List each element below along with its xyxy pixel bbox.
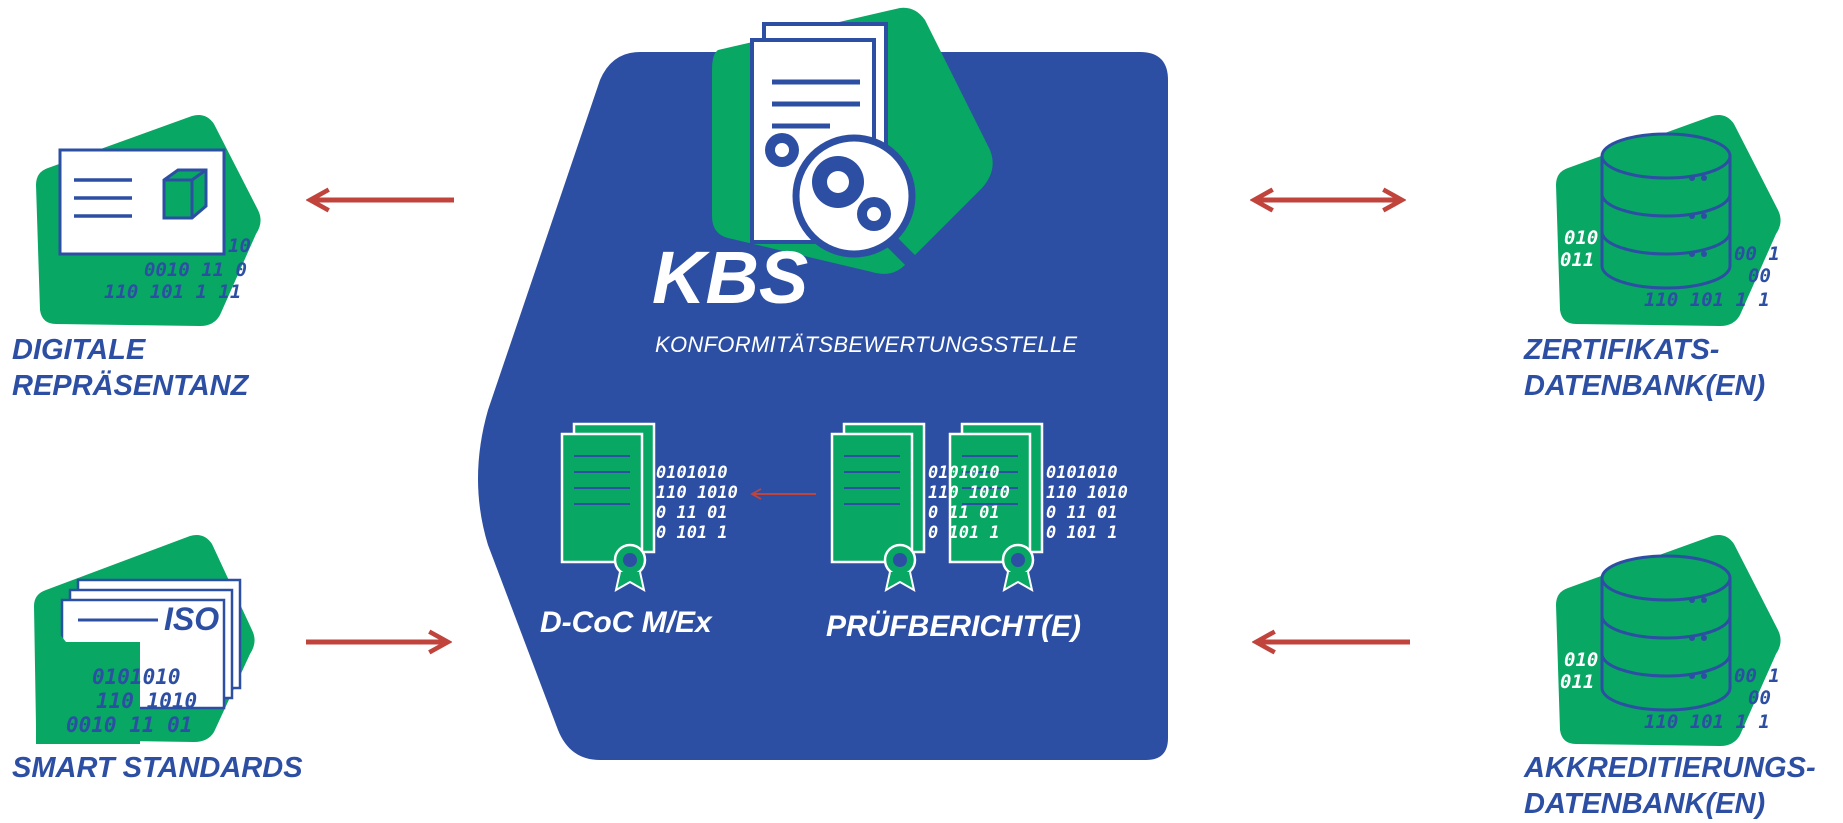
svg-text:0 11 01: 0 11 01 (656, 503, 728, 523)
label-line: ZERTIFIKATS- (1524, 334, 1720, 366)
svg-text:110 1010: 110 1010 (1046, 483, 1128, 503)
svg-text:0 101 1: 0 101 1 (928, 523, 1000, 543)
dcoc-document-icon (560, 422, 656, 592)
pruefbericht-document-icon (830, 422, 926, 592)
dcoc-binary-text: 0101010 110 1010 0 11 01 0 101 1 (656, 463, 738, 543)
svg-text:011: 011 (1560, 249, 1594, 271)
svg-text:00 1: 00 1 (1734, 243, 1780, 265)
digitale-repraesentanz-icon: 10 0010 11 0 110 101 1 11 (36, 115, 261, 326)
label-line: SMART STANDARDS (12, 752, 303, 784)
pruefbericht-document-icon-2 (948, 422, 1044, 592)
svg-text:ISO: ISO (164, 601, 219, 637)
label-line: DATENBANK(EN) (1524, 370, 1766, 402)
kbs-doc-magnifier-icon (712, 7, 993, 279)
dcoc-label: D-CoC M/Ex (540, 606, 712, 639)
svg-text:0101010: 0101010 (928, 463, 1000, 483)
svg-text:010: 010 (1564, 649, 1598, 671)
kbs-title: KBS (652, 236, 809, 319)
label-line: AKKREDITIERUNGS- (1524, 752, 1816, 784)
smart-standards-icon: ISO 0101010 110 1010 0010 11 01 (34, 535, 255, 744)
svg-text:0101010: 0101010 (92, 665, 181, 689)
kbs-panel (478, 52, 1168, 760)
kbs-subtitle: KONFORMITÄTSBEWERTUNGSSTELLE (655, 332, 1078, 357)
pruef-binary-text-1: 0101010 110 1010 0 11 01 0 101 1 (928, 463, 1010, 543)
svg-text:110 101 1 11: 110 101 1 11 (104, 281, 241, 303)
svg-text:00: 00 (1748, 687, 1771, 709)
svg-text:00 1: 00 1 (1734, 665, 1780, 687)
svg-text:011: 011 (1560, 671, 1594, 693)
svg-text:0101010: 0101010 (1046, 463, 1118, 483)
zertifikats-database-icon: 010 011 00 1 00 110 101 1 1 (1556, 115, 1781, 326)
svg-text:010: 010 (1564, 227, 1598, 249)
label-digitale-repraesentanz: DIGITALE REPRÄSENTANZ (12, 332, 248, 404)
svg-text:0 11 01: 0 11 01 (1046, 503, 1118, 523)
svg-text:110 1010: 110 1010 (928, 483, 1010, 503)
svg-text:110 1010: 110 1010 (656, 483, 738, 503)
svg-text:110 1010: 110 1010 (96, 689, 197, 713)
svg-text:10: 10 (228, 235, 251, 257)
label-line: DATENBANK(EN) (1524, 788, 1766, 820)
svg-text:0 101 1: 0 101 1 (1046, 523, 1118, 543)
svg-text:110 101 1 1: 110 101 1 1 (1644, 289, 1770, 311)
pruef-binary-text-2: 0101010 110 1010 0 11 01 0 101 1 (1046, 463, 1128, 543)
svg-text:0010 11 0: 0010 11 0 (144, 259, 247, 281)
svg-text:00: 00 (1748, 265, 1771, 287)
svg-text:0010 11 01: 0010 11 01 (66, 713, 192, 737)
akkreditierungs-database-icon: 010 011 00 1 00 110 101 1 1 (1556, 535, 1781, 746)
svg-text:0 11 01: 0 11 01 (928, 503, 1000, 523)
pruefbericht-label: PRÜFBERICHT(E) (826, 610, 1081, 643)
svg-text:110 101 1 1: 110 101 1 1 (1644, 711, 1770, 733)
svg-text:0101010: 0101010 (656, 463, 728, 483)
label-akkreditierungs-datenbank: AKKREDITIERUNGS- DATENBANK(EN) (1524, 750, 1816, 822)
label-zertifikats-datenbank: ZERTIFIKATS- DATENBANK(EN) (1524, 332, 1765, 404)
svg-text:0 101 1: 0 101 1 (656, 523, 728, 543)
label-line: REPRÄSENTANZ (12, 370, 249, 402)
label-line: DIGITALE (12, 334, 146, 366)
label-smart-standards: SMART STANDARDS (12, 750, 303, 786)
